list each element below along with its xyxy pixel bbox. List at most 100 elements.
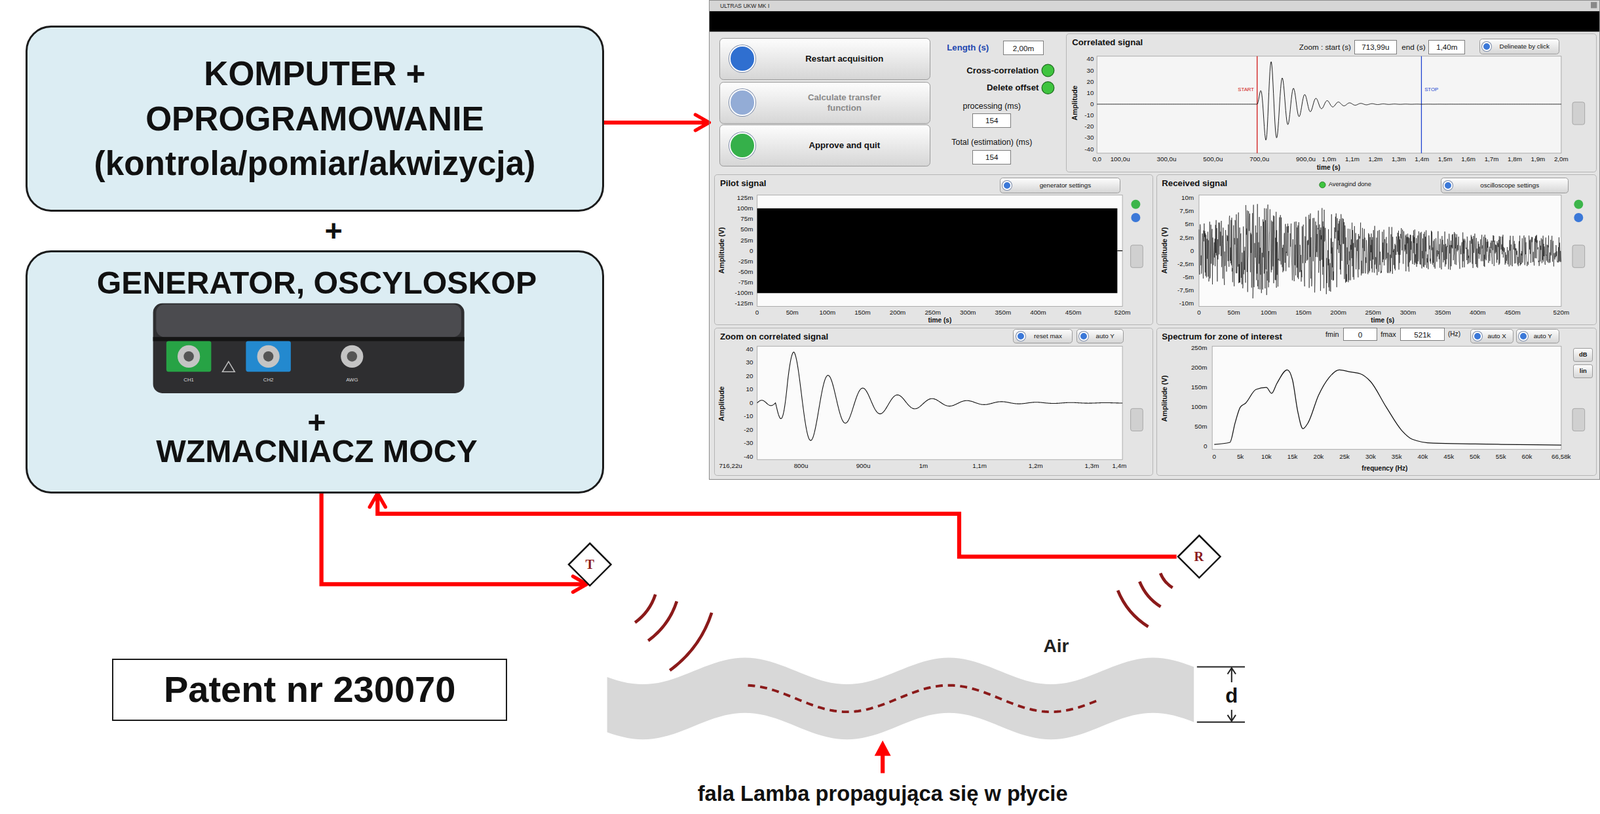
axis-tick: -100m <box>735 289 754 297</box>
button-icon <box>729 89 756 116</box>
axis-tick: 0 <box>755 309 759 316</box>
status-label: Averagind done <box>1328 181 1372 188</box>
illustration-part <box>757 195 1124 307</box>
illustration-part <box>1199 195 1562 307</box>
chart-panel: Correlated signal713,99u1,40mDelineate b… <box>1066 33 1597 173</box>
axis-tick: 0,0 <box>1092 155 1102 163</box>
value-field: 154 <box>972 150 1011 165</box>
axis-tick: 15k <box>1287 453 1298 460</box>
axis-tick: 40 <box>745 345 753 353</box>
axis-title: frequency (Hz) <box>1361 465 1408 472</box>
axis-tick: 1,4m <box>1112 462 1127 470</box>
axis-tick: 60k <box>1522 453 1533 460</box>
node-text: oscilloscope settings <box>1480 181 1540 189</box>
illustration-part <box>757 345 1124 460</box>
node-text: 713,99u <box>1361 42 1390 52</box>
axis-tick: 100,0u <box>1110 155 1131 163</box>
axis-tick: 40k <box>1417 453 1429 460</box>
diamond-shape <box>568 543 612 586</box>
transducer-diamond: T <box>567 541 613 588</box>
axis-tick: 55k <box>1495 453 1507 460</box>
illustration-part <box>607 657 1195 740</box>
node-text: R <box>1194 549 1205 565</box>
node-text: KOMPUTER + OPROGRAMOWANIE (kontrola/pomi… <box>59 51 571 186</box>
axis-tick: 75m <box>740 216 753 223</box>
axis-tick: 50k <box>1469 453 1481 460</box>
axis-tick: 150m <box>854 309 871 316</box>
button-icon <box>1443 180 1453 191</box>
axis-tick: 10 <box>745 385 753 393</box>
chart-panel: Pilot signalgenerator settings <box>714 174 1154 325</box>
app-button: oscilloscope settings <box>1440 177 1569 193</box>
illustration-part <box>1199 203 1562 299</box>
axis-tick: -20 <box>1084 123 1094 130</box>
axis-tick: 10 <box>1086 89 1095 97</box>
patent-box: Patent nr 230070 <box>112 658 508 721</box>
value-field: 713,99u <box>1354 39 1397 55</box>
axis-tick: 700,0u <box>1249 155 1270 163</box>
illustration-part <box>669 612 712 671</box>
axis-tick: 1,6m <box>1461 155 1476 163</box>
axis-tick: -2,5m <box>1177 260 1194 268</box>
illustration-part <box>1130 408 1144 431</box>
axis-tick: 300m <box>1400 309 1417 316</box>
illustration-part <box>1197 666 1245 723</box>
axis-tick: 0 <box>749 399 753 407</box>
axis-tick: 1,3m <box>1085 462 1100 470</box>
indicator-label: Delete offset <box>986 83 1039 92</box>
illustration-part <box>634 594 656 623</box>
axis-tick: 20 <box>1086 78 1095 86</box>
illustration-part <box>222 361 236 373</box>
node-heading: Spectrum for zone of interest <box>1161 331 1283 342</box>
axis-tick: 100m <box>819 309 837 316</box>
axis-tick: -30 <box>743 439 753 447</box>
axis-tick: 20k <box>1313 453 1324 460</box>
axis-tick: 150m <box>1191 383 1208 391</box>
signal-arrow <box>321 493 588 585</box>
illustration-part <box>1231 667 1233 683</box>
field-label: Length (s) <box>946 43 989 53</box>
software-window: ULTRAS UKW MK IRestart acquisitionCalcul… <box>708 0 1600 480</box>
illustration-part <box>1572 408 1585 431</box>
axis-tick: 350m <box>995 309 1012 316</box>
illustration-part <box>634 573 1173 671</box>
node-text: auto X <box>1487 332 1507 340</box>
illustration-part <box>1096 61 1562 140</box>
illustration-part <box>183 351 194 362</box>
channel-label: AWG <box>345 377 358 383</box>
axis-tick: 100m <box>1191 403 1208 411</box>
axis-tick: 1,2m <box>1028 462 1044 470</box>
axis-tick: -50m <box>738 268 753 276</box>
node-text: lin <box>1579 367 1587 375</box>
axis-tick: 25m <box>740 237 753 244</box>
axis-tick: -7,5m <box>1177 286 1194 294</box>
illustration-part <box>153 303 465 394</box>
illustration-part <box>748 685 1098 713</box>
axis-tick: 0 <box>1090 100 1094 108</box>
node-text: 521k <box>1413 330 1431 339</box>
axis-tick: 30 <box>745 359 753 367</box>
illustration-part <box>708 11 1600 32</box>
axis-tick: 1,0m <box>1322 155 1337 163</box>
axis-tick: 520m <box>1553 309 1570 316</box>
axis-tick: 50m <box>740 226 753 234</box>
axis-tick: 300,0u <box>1157 155 1177 163</box>
node-text: Calculate transfer function <box>794 92 895 113</box>
axis-tick: 900,0u <box>1295 155 1316 163</box>
axis-tick: 1,8m <box>1507 155 1523 163</box>
node-heading: Correlated signal <box>1071 37 1143 48</box>
axis-tick: 30 <box>1086 67 1095 75</box>
illustration-part <box>708 0 1600 480</box>
channel-label: CH1 <box>183 377 194 383</box>
illustration-part <box>1041 64 1055 77</box>
marker-label: STOP <box>1424 87 1439 93</box>
axis-tick: -30 <box>1084 134 1094 141</box>
chart-panel: Zoom on correlated signalreset maxauto Y <box>714 327 1154 476</box>
diamond-shape <box>1178 535 1221 578</box>
node-text: auto Y <box>1096 332 1115 340</box>
chart-panel: Received signaloscilloscope settings <box>1156 174 1598 325</box>
field-label: fmax <box>1380 330 1397 338</box>
illustration-part <box>757 351 1124 441</box>
illustration-part <box>1117 590 1148 627</box>
axis-tick: 2,5m <box>1179 234 1194 242</box>
